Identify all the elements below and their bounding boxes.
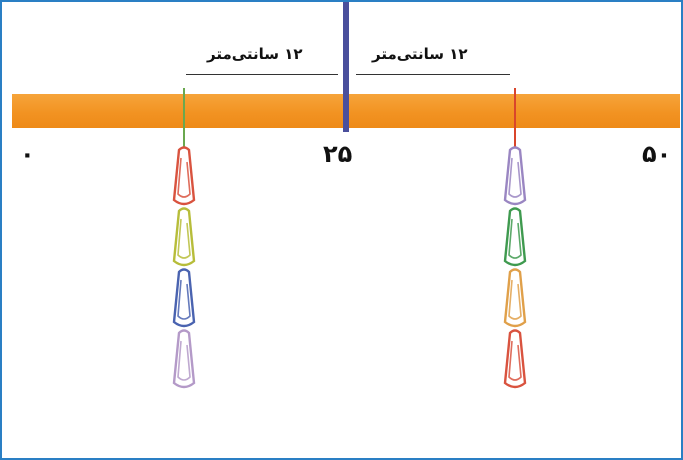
left-paperclip-3 — [172, 268, 196, 328]
right-distance-line — [356, 74, 510, 75]
left-paperclip-1 — [172, 146, 196, 206]
scale-label-center: ۲۵ — [323, 140, 353, 168]
center-pivot-rod — [343, 2, 349, 132]
right-paperclip-4 — [503, 329, 527, 389]
scale-label-fifty: ۵۰ — [642, 140, 672, 168]
right-paperclip-2 — [503, 207, 527, 267]
scale-label-zero: ۰ — [20, 140, 35, 168]
left-distance-line — [186, 74, 338, 75]
left-paperclip-4 — [172, 329, 196, 389]
left-paperclip-2 — [172, 207, 196, 267]
right-hanging-string — [514, 88, 516, 148]
right-paperclip-1 — [503, 146, 527, 206]
left-hanging-string — [183, 88, 185, 148]
right-distance-label: ۱۲ سانتی‌متر — [372, 45, 468, 63]
right-paperclip-3 — [503, 268, 527, 328]
left-distance-label: ۱۲ سانتی‌متر — [207, 45, 303, 63]
